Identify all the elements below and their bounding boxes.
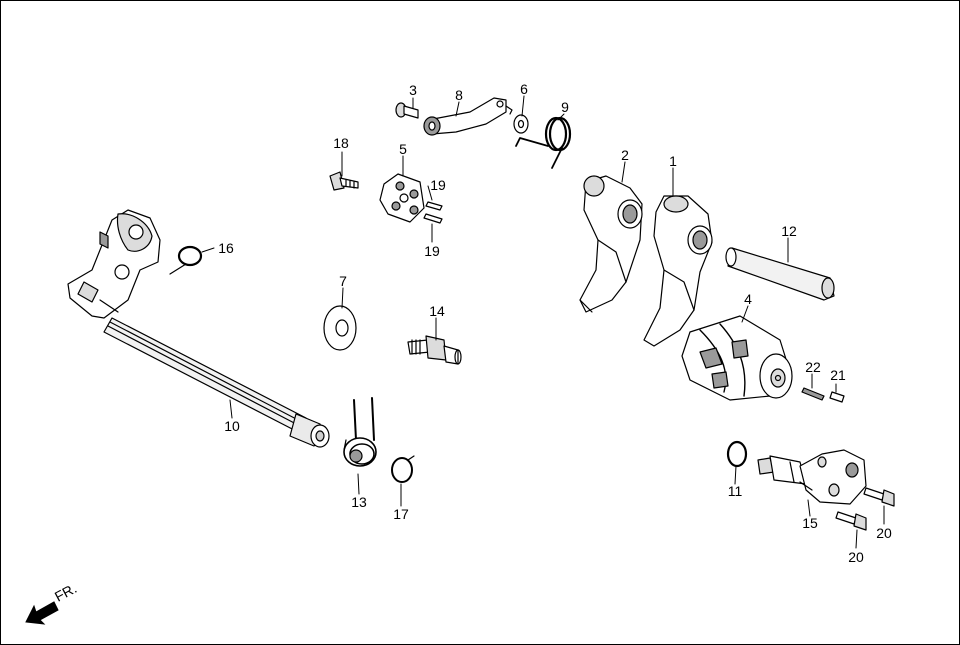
part-15-neutral-switch	[757, 449, 867, 505]
callout-labels: 1 2 3 4 5 6 7 8 9 10 11 12 13 14 15 16 1…	[218, 81, 892, 565]
part-1-shift-fork	[643, 195, 713, 347]
part-14-stud-bolt	[407, 335, 462, 365]
callout-11: 11	[728, 483, 743, 499]
front-direction-indicator: FR.	[25, 580, 79, 625]
front-arrow-icon	[25, 601, 59, 625]
callout-14: 14	[429, 303, 445, 319]
front-direction-label: FR.	[52, 580, 79, 605]
callout-21: 21	[830, 367, 846, 383]
part-12-fork-shaft	[725, 247, 835, 301]
part-3-bolt	[395, 102, 419, 119]
callout-19-top: 19	[430, 177, 446, 193]
part-10-shift-spindle	[67, 209, 330, 448]
part-7-washer	[323, 305, 357, 351]
part-17-circlip	[391, 455, 415, 483]
part-20-bolts	[835, 487, 895, 531]
callout-8: 8	[455, 87, 463, 103]
part-22-pin	[801, 387, 825, 401]
part-13-spring	[343, 397, 377, 467]
callout-22: 22	[805, 359, 821, 375]
part-8-stopper-arm	[423, 97, 513, 136]
callout-17: 17	[393, 506, 409, 522]
callout-1: 1	[669, 153, 677, 169]
callout-5: 5	[399, 141, 407, 157]
callout-2: 2	[621, 147, 629, 163]
callout-18: 18	[333, 135, 349, 151]
callout-7: 7	[339, 273, 347, 289]
callout-16: 16	[218, 240, 234, 256]
callout-19-bottom: 19	[424, 243, 440, 259]
part-18-bolt	[329, 171, 359, 191]
callout-15: 15	[802, 515, 818, 531]
callout-20-bottom: 20	[848, 549, 864, 565]
part-21-pin	[829, 391, 845, 403]
callout-12: 12	[781, 223, 797, 239]
callout-20-right: 20	[876, 525, 892, 541]
callout-9: 9	[561, 99, 569, 115]
part-11-o-ring	[726, 440, 748, 468]
part-5-drum-center	[379, 173, 425, 223]
leader-lines	[201, 95, 885, 549]
part-6-washer	[513, 114, 529, 134]
part-16-ring-spring	[169, 245, 203, 275]
callout-4: 4	[744, 291, 752, 307]
callout-3: 3	[409, 82, 417, 98]
callout-13: 13	[351, 494, 367, 510]
part-19-pins	[423, 201, 443, 224]
callout-10: 10	[224, 418, 240, 434]
part-2-shift-fork	[579, 175, 643, 313]
part-4-shift-drum	[681, 315, 793, 401]
callout-6: 6	[520, 81, 528, 97]
